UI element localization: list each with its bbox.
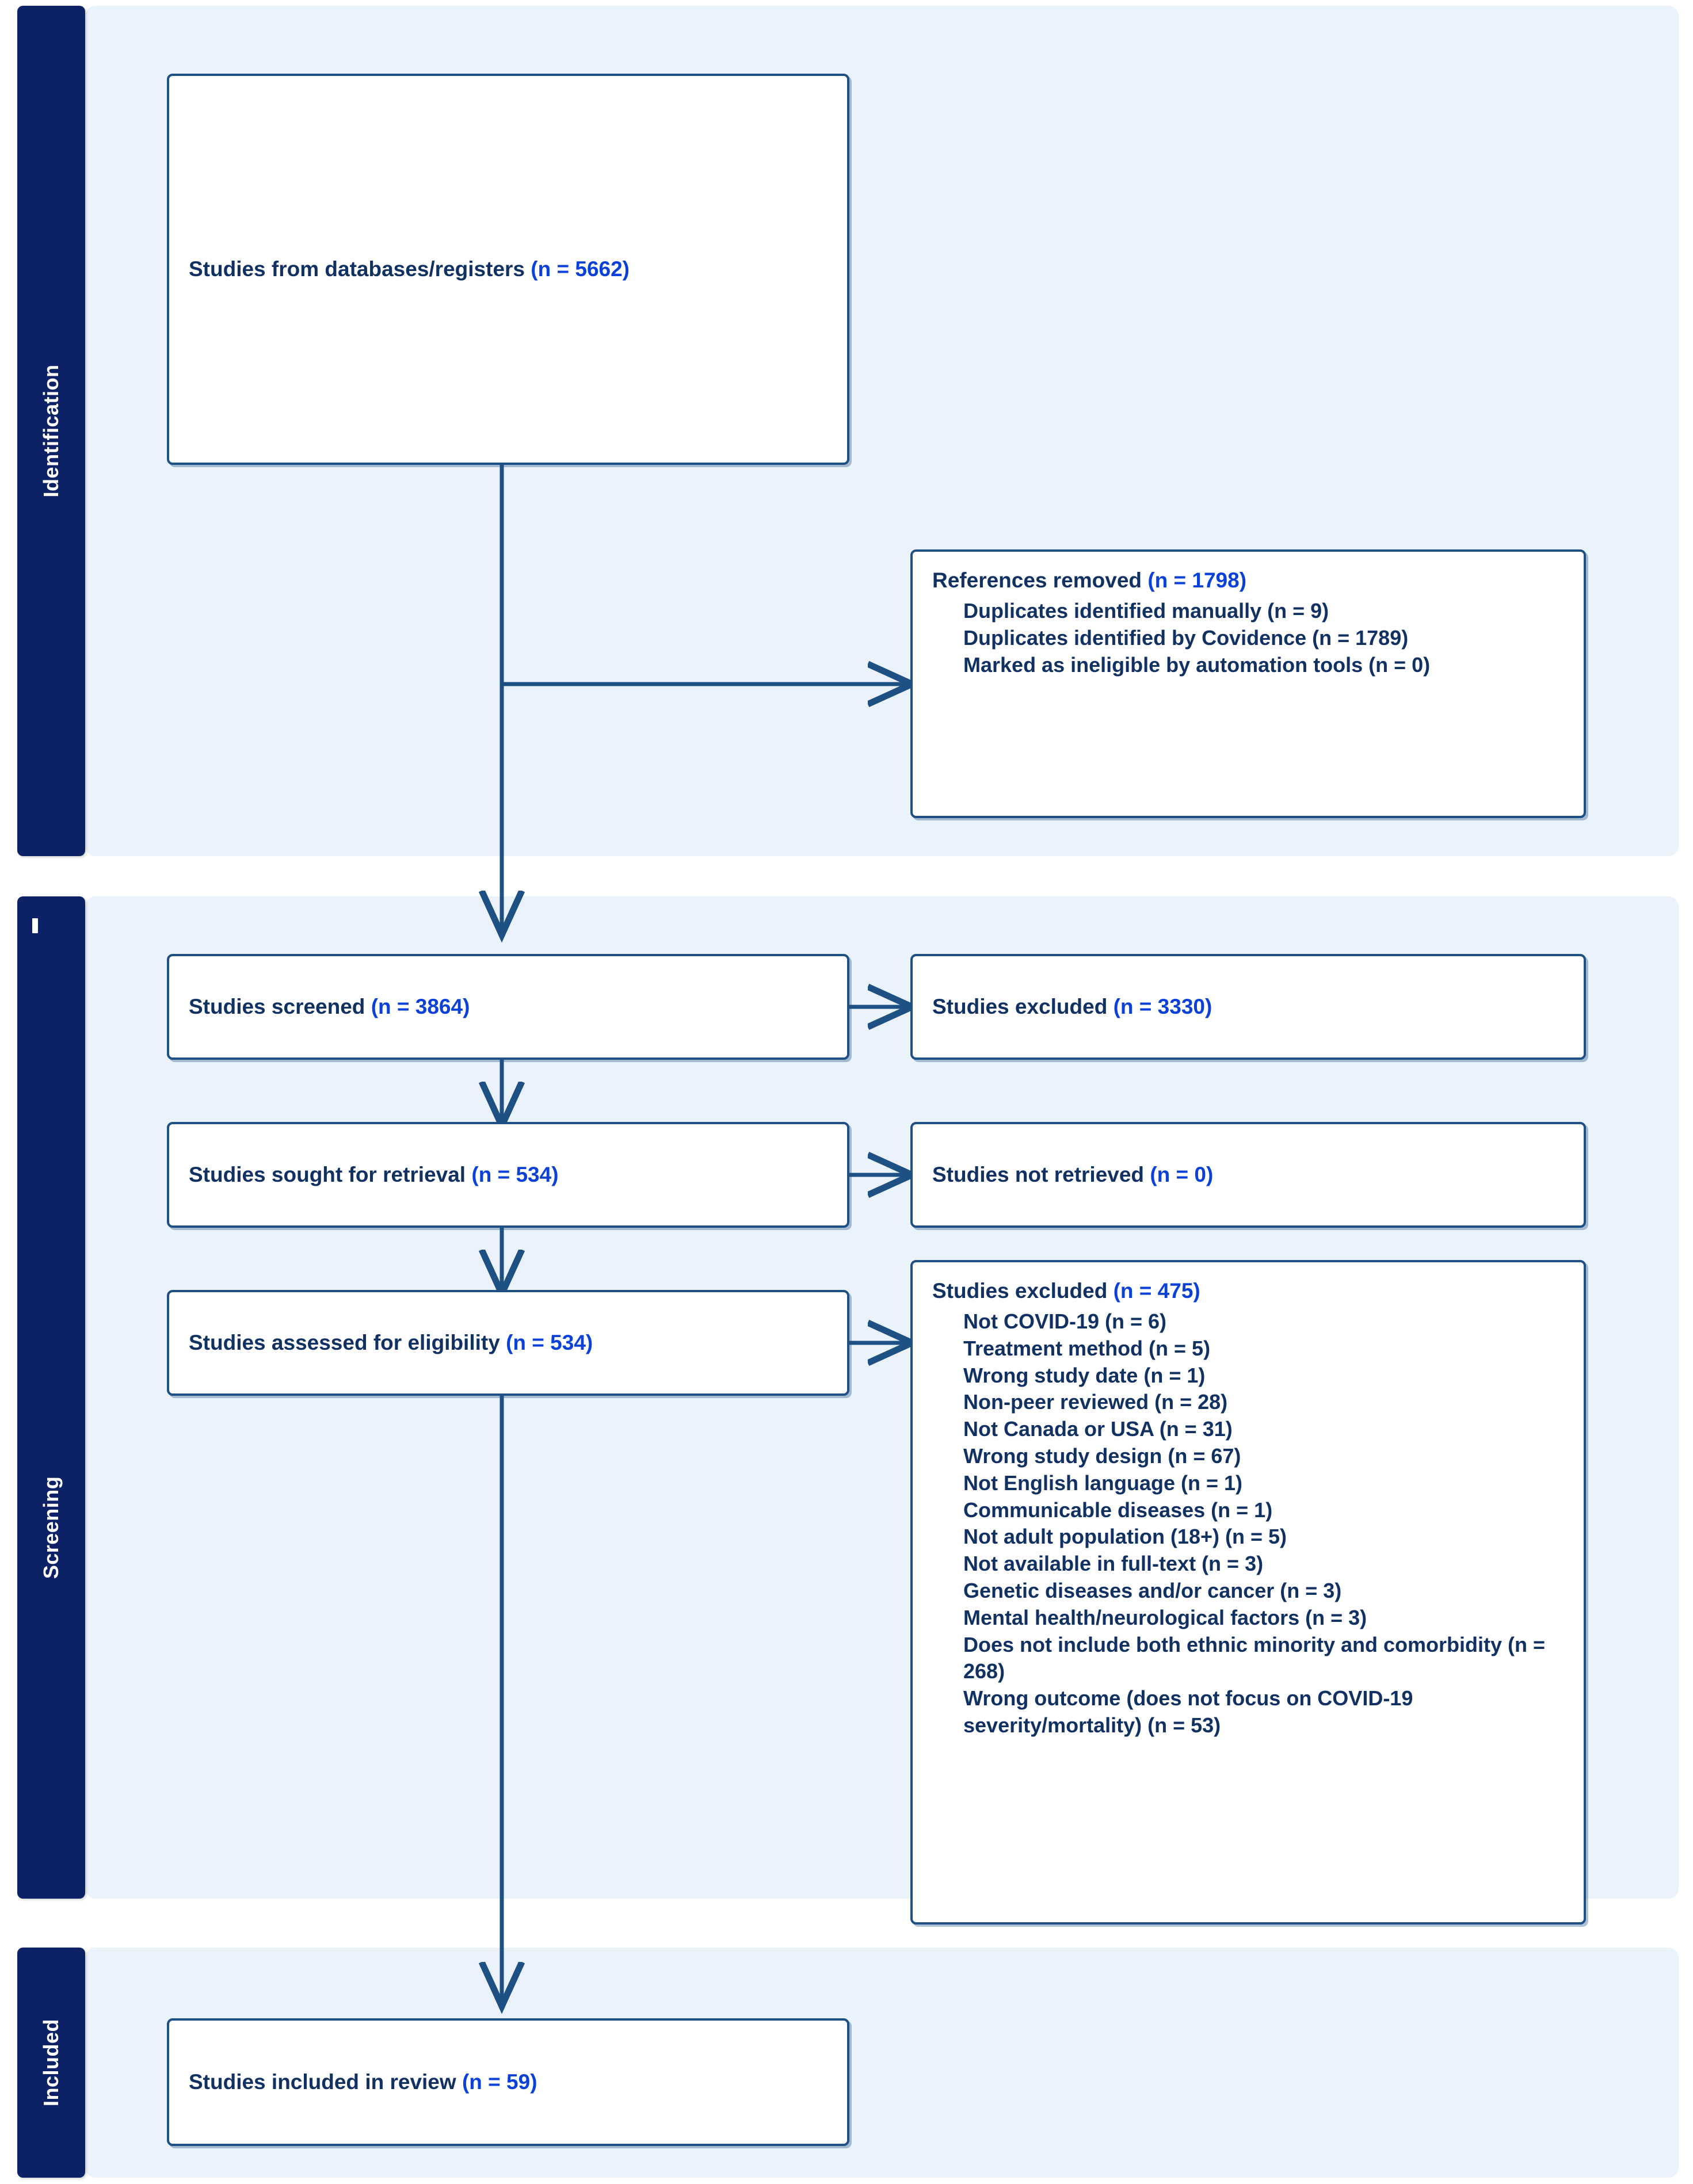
list-item: Does not include both ethnic minority an… (963, 1632, 1546, 1683)
node-studies-assessed-for-eligibility-count: (n = 534) (506, 1330, 593, 1354)
list-item: Wrong study design (n = 67) (963, 1444, 1241, 1468)
list-item: Duplicates identified by Covidence (n = … (963, 625, 1409, 650)
list-item: Mental health/neurological factors (n = … (963, 1605, 1367, 1629)
node-studies-not-retrieved-count: (n = 0) (1150, 1162, 1214, 1186)
node-studies-excluded-eligibility-count: (n = 475) (1113, 1279, 1200, 1303)
list-item: Treatment method (n = 5) (963, 1336, 1211, 1360)
list-item: Marked as ineligible by automation tools… (963, 652, 1431, 677)
list-item: Not English language (n = 1) (963, 1471, 1243, 1495)
node-studies-excluded-eligibility-text: Studies excluded (n = 475) (932, 1277, 1564, 1305)
node-studies-screened-label: Studies screened (189, 994, 371, 1018)
node-studies-included-in-review-text: Studies included in review (n = 59) (189, 2068, 828, 2096)
node-studies-excluded-eligibility[interactable]: Studies excluded (n = 475) Not COVID-19 … (910, 1260, 1586, 1925)
list-item: Genetic diseases and/or cancer (n = 3) (963, 1579, 1342, 1603)
node-studies-not-retrieved-text: Studies not retrieved (n = 0) (932, 1161, 1564, 1189)
node-references-removed-count: (n = 1798) (1147, 568, 1247, 592)
node-studies-screened-count: (n = 3864) (371, 994, 470, 1018)
list-item: Not Canada or USA (n = 31) (963, 1417, 1233, 1441)
node-studies-assessed-for-eligibility-text: Studies assessed for eligibility (n = 53… (189, 1329, 828, 1357)
eligibility-excluded-list: Not COVID-19 (n = 6) Treatment method (n… (932, 1308, 1564, 1739)
node-references-removed-label: References removed (932, 568, 1148, 592)
list-item: Not adult population (18+) (n = 5) (963, 1525, 1287, 1549)
node-studies-included-in-review[interactable]: Studies included in review (n = 59) (167, 2018, 849, 2146)
node-studies-sought-for-retrieval-text: Studies sought for retrieval (n = 534) (189, 1161, 828, 1189)
list-item: Non-peer reviewed (n = 28) (963, 1390, 1228, 1414)
node-studies-from-databases[interactable]: Studies from databases/registers (n = 56… (167, 74, 849, 465)
screening-tab: Screening (17, 896, 85, 1899)
node-studies-excluded-screening[interactable]: Studies excluded (n = 3330) (910, 954, 1586, 1060)
node-studies-included-in-review-label: Studies included in review (189, 2070, 462, 2094)
node-studies-from-databases-label: Studies from databases/registers (189, 257, 531, 281)
node-studies-assessed-for-eligibility[interactable]: Studies assessed for eligibility (n = 53… (167, 1290, 849, 1396)
node-studies-excluded-eligibility-label: Studies excluded (932, 1279, 1114, 1303)
node-studies-sought-for-retrieval-count: (n = 534) (471, 1162, 559, 1186)
screening-tab-label: Screening (39, 1476, 63, 1579)
list-item: Communicable diseases (n = 1) (963, 1498, 1273, 1522)
list-item: Not available in full-text (n = 3) (963, 1552, 1264, 1576)
list-item: Wrong study date (n = 1) (963, 1363, 1206, 1387)
node-references-removed-text: References removed (n = 1798) (932, 567, 1564, 594)
node-studies-assessed-for-eligibility-label: Studies assessed for eligibility (189, 1330, 506, 1354)
node-studies-from-databases-text: Studies from databases/registers (n = 56… (189, 255, 828, 283)
identification-tab: Identification (17, 6, 85, 856)
identification-tab-label: Identification (39, 364, 63, 498)
node-studies-sought-for-retrieval-label: Studies sought for retrieval (189, 1162, 472, 1186)
node-studies-sought-for-retrieval[interactable]: Studies sought for retrieval (n = 534) (167, 1122, 849, 1228)
node-studies-screened[interactable]: Studies screened (n = 3864) (167, 954, 849, 1060)
node-studies-screened-text: Studies screened (n = 3864) (189, 993, 828, 1021)
list-item: Wrong outcome (does not focus on COVID-1… (963, 1686, 1413, 1738)
node-references-removed[interactable]: References removed (n = 1798) Duplicates… (910, 549, 1586, 818)
node-studies-excluded-screening-text: Studies excluded (n = 3330) (932, 993, 1564, 1021)
list-item: Not COVID-19 (n = 6) (963, 1309, 1167, 1334)
node-studies-excluded-screening-label: Studies excluded (932, 994, 1114, 1018)
node-studies-not-retrieved[interactable]: Studies not retrieved (n = 0) (910, 1122, 1586, 1228)
references-removed-list: Duplicates identified manually (n = 9) D… (932, 598, 1564, 678)
node-studies-from-databases-count: (n = 5662) (531, 257, 630, 281)
screening-tab-tick-icon (32, 918, 38, 933)
node-studies-excluded-screening-count: (n = 3330) (1113, 994, 1212, 1018)
list-item: Duplicates identified manually (n = 9) (963, 599, 1329, 623)
node-studies-included-in-review-count: (n = 59) (462, 2070, 537, 2094)
included-tab: Included (17, 1948, 85, 2178)
included-tab-label: Included (39, 2018, 63, 2107)
node-studies-not-retrieved-label: Studies not retrieved (932, 1162, 1150, 1186)
